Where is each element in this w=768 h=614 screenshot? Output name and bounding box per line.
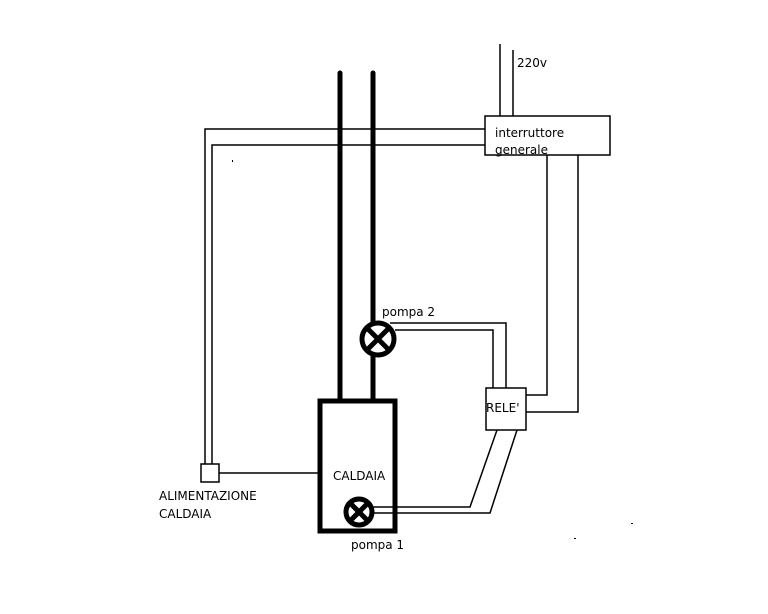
pump1-icon xyxy=(343,496,375,528)
stray-dot xyxy=(574,538,576,539)
boiler-power-box xyxy=(200,463,220,483)
boiler-power-label-line1: ALIMENTAZIONE xyxy=(159,489,257,503)
main-switch-label-line2: generale xyxy=(495,143,548,157)
supply-wires xyxy=(499,44,514,116)
pump2-icon xyxy=(359,320,397,358)
boiler-power-label-line2: CALDAIA xyxy=(159,507,212,521)
relay-label: RELE' xyxy=(486,401,520,415)
pump2-relay-wires xyxy=(390,322,507,388)
boiler-label: CALDAIA xyxy=(333,469,386,483)
pump2-label: pompa 2 xyxy=(382,305,435,319)
switch-relay-wires xyxy=(526,155,579,413)
main-switch-label-line1: interruttore xyxy=(495,126,564,140)
supply-label: 220v xyxy=(517,56,547,70)
relay-box xyxy=(485,387,527,431)
stray-dot xyxy=(232,160,233,162)
boiler-power-wires xyxy=(204,128,485,464)
relay-pump1-wires xyxy=(370,429,518,514)
main-switch-box xyxy=(484,115,611,156)
stray-dot xyxy=(631,523,633,524)
pump1-label: pompa 1 xyxy=(351,538,404,552)
